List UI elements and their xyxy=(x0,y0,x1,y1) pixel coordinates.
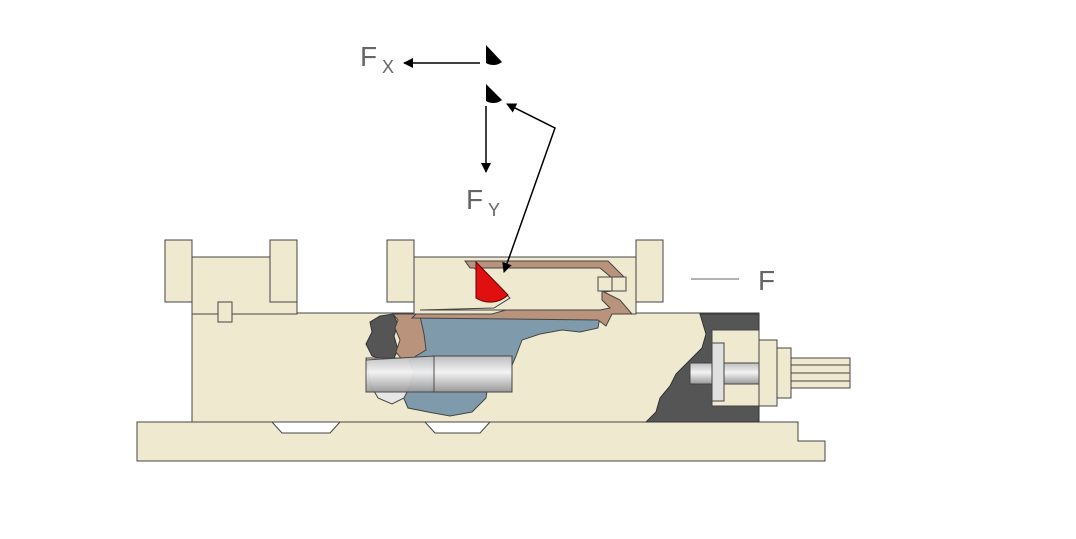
fx-label: F X xyxy=(360,41,394,77)
svg-text:X: X xyxy=(382,57,394,77)
clamping-arm xyxy=(410,260,634,327)
fixed-jaw xyxy=(164,239,298,323)
lead-screw-shaft xyxy=(365,355,513,393)
fy-label: F Y xyxy=(466,184,500,220)
svg-text:F: F xyxy=(360,41,377,72)
svg-text:F: F xyxy=(466,184,483,215)
f-label: F xyxy=(758,265,775,296)
cutaway-right-end xyxy=(644,313,777,423)
svg-text:Y: Y xyxy=(488,200,500,220)
force-jaw-lower xyxy=(486,84,502,104)
resultant-force-leader xyxy=(502,103,556,273)
vise-base-plate xyxy=(136,421,826,462)
red-jaw-insert xyxy=(475,260,509,303)
screw-handle-end xyxy=(758,339,851,407)
svg-text:F: F xyxy=(758,265,775,296)
force-jaw-upper xyxy=(486,45,502,66)
